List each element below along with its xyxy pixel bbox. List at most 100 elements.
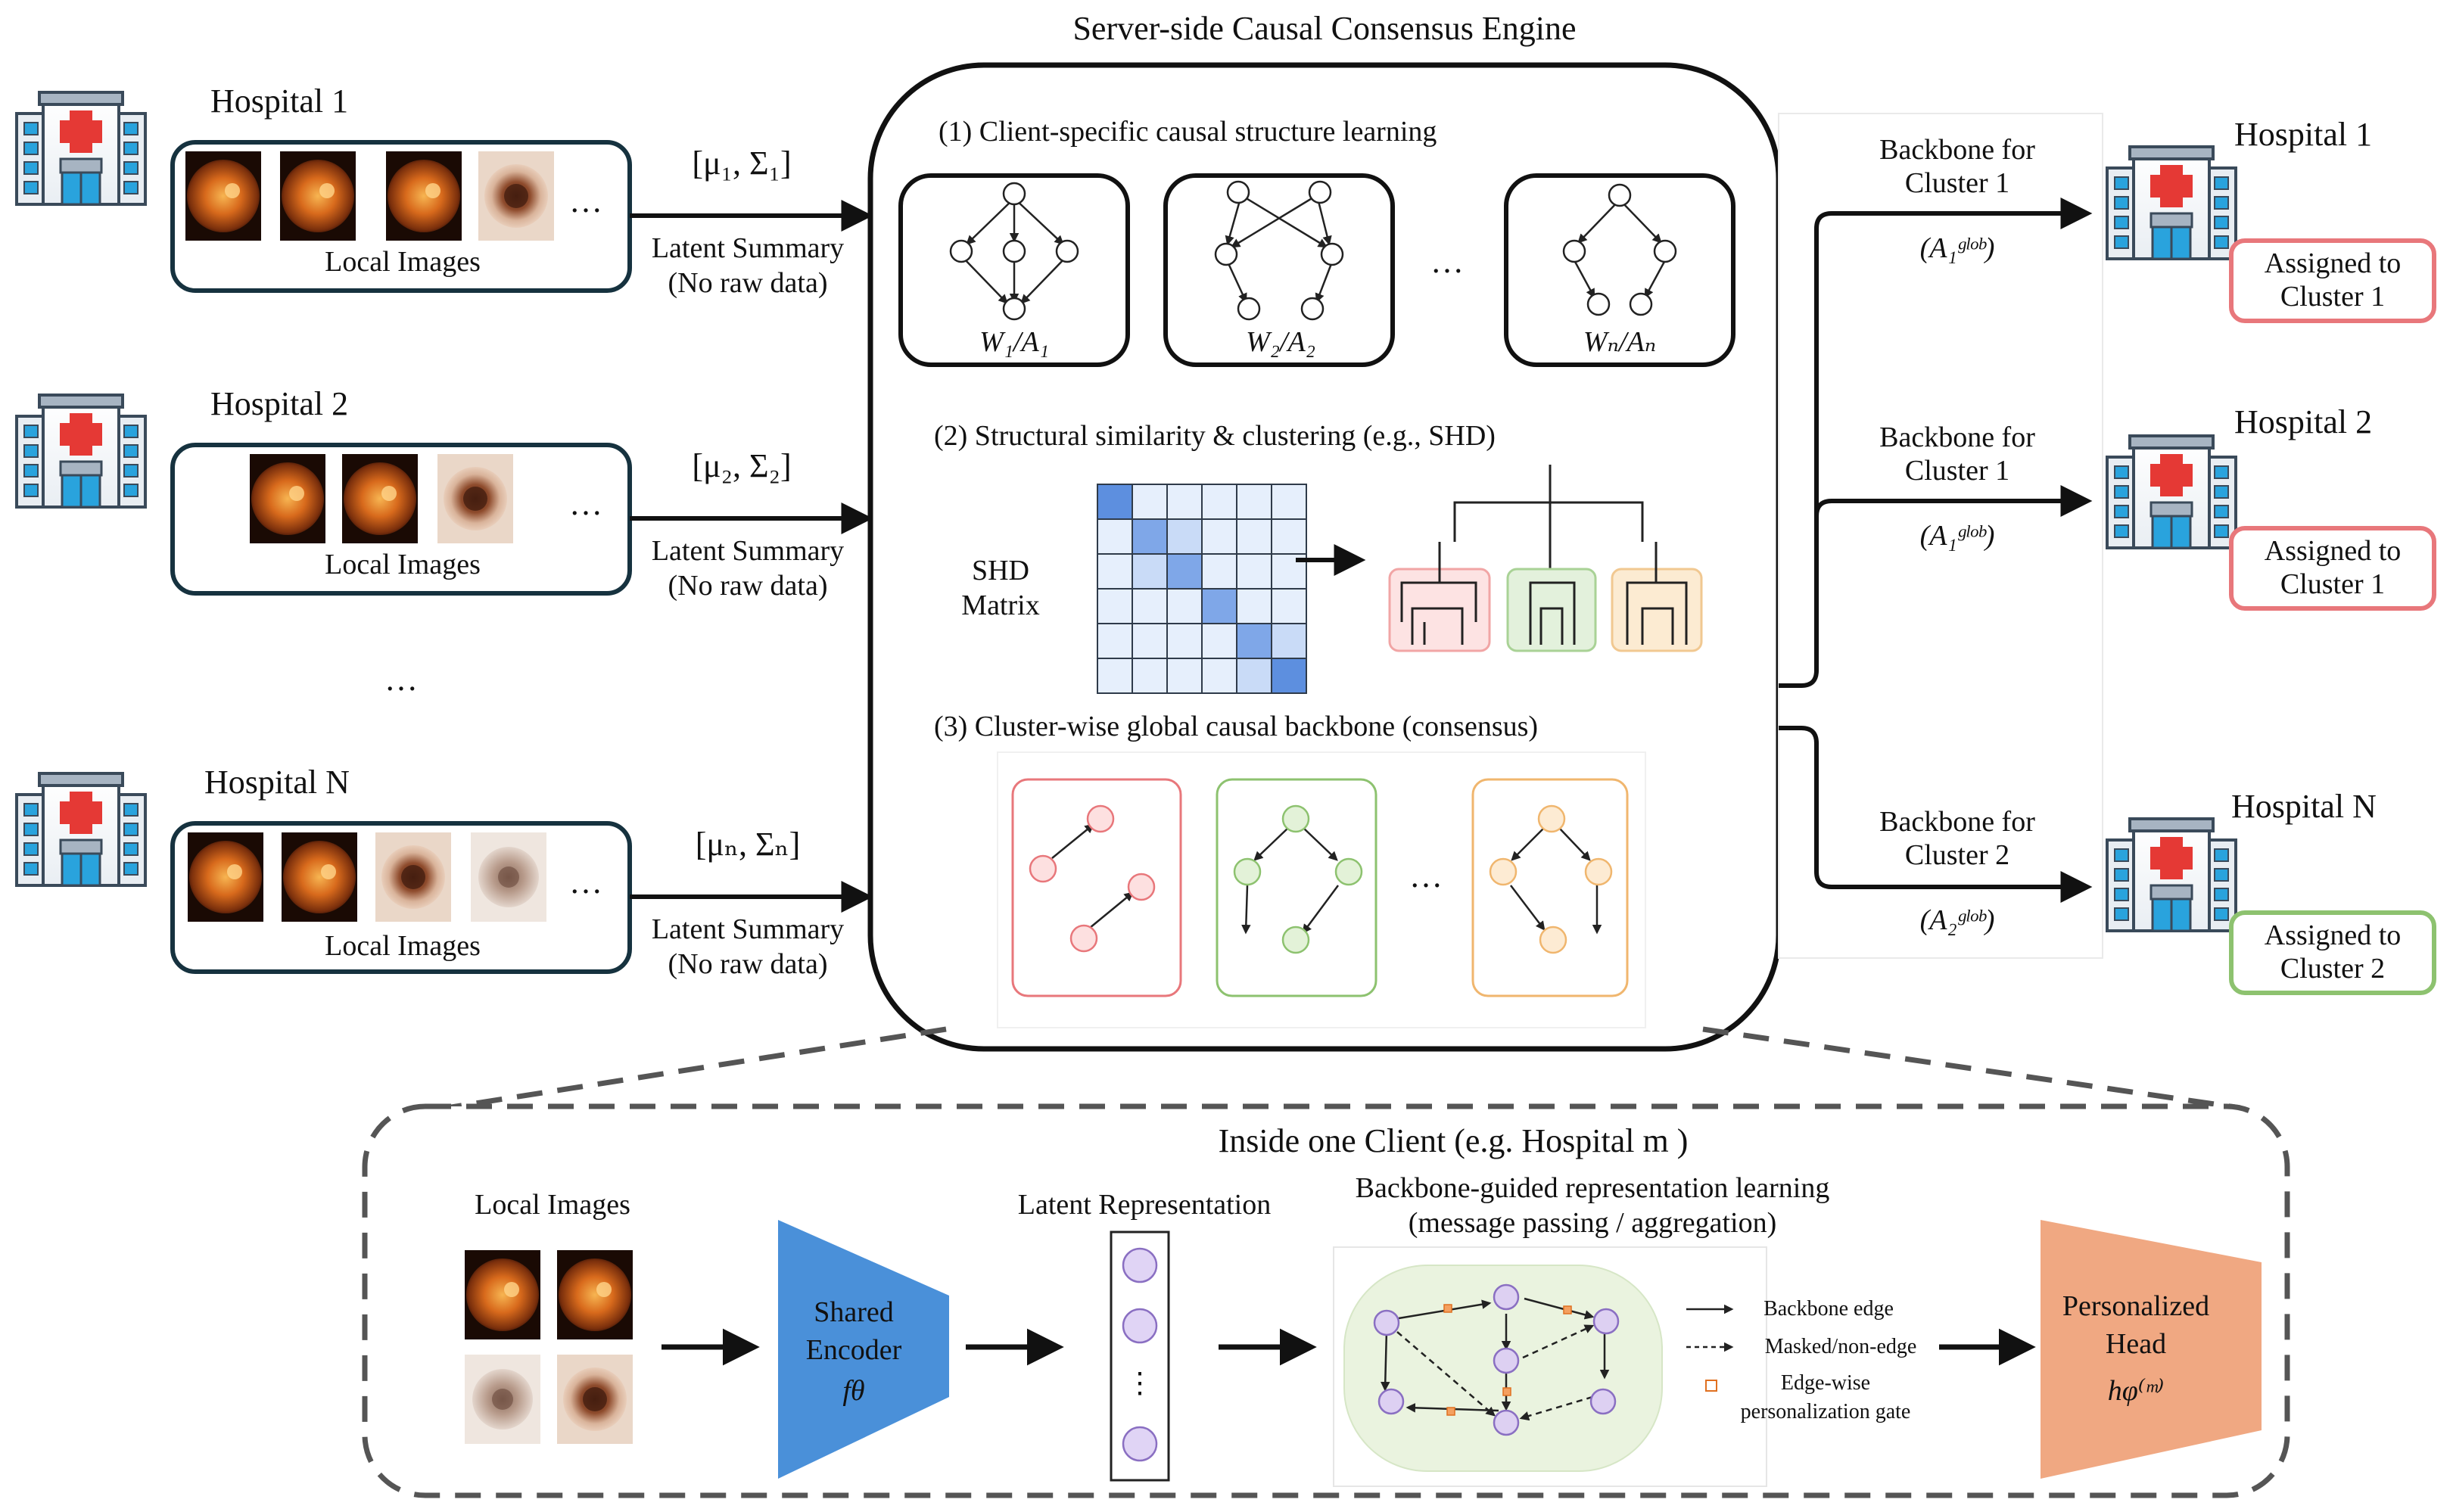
- shd-matrix-cell: [1166, 518, 1203, 555]
- encoder-symbol: fθ: [842, 1375, 864, 1407]
- no-raw-data: (No raw data): [668, 948, 827, 980]
- assigned-cluster: Cluster 2: [2280, 953, 2385, 985]
- retina-image: [280, 151, 356, 241]
- encoder-line-2: Encoder: [806, 1334, 902, 1366]
- local-images-label: Local Images: [325, 930, 481, 962]
- hospital-icon: [2106, 817, 2237, 932]
- shd-matrix-cell: [1271, 623, 1307, 659]
- hospital-icon: [15, 91, 147, 206]
- backbone-label-3: Backbone for: [1879, 806, 2035, 838]
- shd-matrix-cell: [1201, 623, 1237, 659]
- backbone-label-1: Backbone for: [1879, 134, 2035, 166]
- shd-matrix-cell: [1236, 588, 1272, 624]
- shd-matrix-cell: [1166, 553, 1203, 590]
- shd-matrix-cell: [1166, 658, 1203, 694]
- skin-lesion-image: [375, 832, 451, 922]
- client-title: Inside one Client (e.g. Hospital m ): [1219, 1122, 1689, 1159]
- shd-matrix-cell: [1236, 518, 1272, 555]
- shared-encoder: Shared Encoder fθ: [778, 1220, 949, 1479]
- assigned-to: Assigned to: [2265, 535, 2402, 567]
- shd-matrix-cell: [1166, 588, 1203, 624]
- latent-dots: ⋮: [1125, 1367, 1154, 1399]
- backbone-label-2: Backbone for: [1879, 422, 2035, 453]
- skin-lesion-image: [471, 832, 546, 922]
- shd-matrix-cell: [1201, 553, 1237, 590]
- dendrogram: [1388, 465, 1703, 652]
- backbone-cluster-1: Cluster 1: [1905, 167, 2009, 199]
- shd-matrix-cell: [1271, 484, 1307, 520]
- legend-backbone-edge: Backbone edge: [1763, 1297, 1894, 1321]
- backbone-math-1: (A₁ᵍˡᵒᵇ): [1920, 232, 1995, 264]
- graph-legend: [1686, 1304, 1734, 1392]
- retina-image: [188, 832, 263, 922]
- images-ellipsis: …: [569, 485, 602, 522]
- local-images-label: Local Images: [325, 246, 481, 278]
- personalized-head: Personalized Head hφ⁽ᵐ⁾: [2041, 1220, 2262, 1479]
- backbone-cluster-pink: [1011, 778, 1182, 997]
- summary-math: [μ₁, Σ₁]: [692, 145, 791, 182]
- graph-label: Wₙ/Aₙ: [1583, 326, 1656, 358]
- assignment-badge: [2229, 238, 2436, 323]
- step2-label: (2) Structural similarity & clustering (…: [934, 420, 1496, 452]
- backbone-math-3: (A₂ᵍˡᵒᵇ): [1920, 904, 1995, 936]
- matrix-label: Matrix: [961, 590, 1039, 621]
- left-hospital-2: Hospital 2 … Local Images [μ₂, Σ₂] Laten…: [15, 385, 873, 602]
- hospital-icon: [2106, 434, 2237, 549]
- backbone-cluster-green: [1216, 778, 1377, 997]
- hospital-icon: [15, 394, 147, 509]
- routing-arrows: [1779, 198, 2093, 903]
- assigned-cluster: Cluster 1: [2280, 281, 2385, 313]
- legend-gate-2: personalization gate: [1741, 1400, 1911, 1423]
- head-symbol: hφ⁽ᵐ⁾: [2108, 1375, 2165, 1407]
- backbone-cluster-orange: [1471, 778, 1629, 997]
- head-line-2: Head: [2106, 1328, 2166, 1360]
- right-hospital-2: Hospital 2 Assigned to Cluster 1: [2106, 403, 2436, 611]
- backbone-learning-1: Backbone-guided representation learning: [1356, 1172, 1830, 1204]
- shd-matrix-cell: [1097, 658, 1133, 694]
- retina-image: [282, 832, 357, 922]
- images-ellipsis: …: [569, 182, 602, 219]
- assigned-cluster: Cluster 1: [2280, 568, 2385, 600]
- retina-image: [465, 1250, 540, 1339]
- shd-matrix-cell: [1097, 588, 1133, 624]
- hospital-name: Hospital 2: [2234, 403, 2372, 440]
- hospital-icon: [15, 772, 147, 887]
- retina-image: [250, 454, 325, 543]
- shd-matrix-cell: [1236, 623, 1272, 659]
- causal-graph-n: Wₙ/Aₙ: [1504, 173, 1735, 367]
- shd-matrix-cell: [1097, 484, 1133, 520]
- assignment-badge: [2229, 910, 2436, 995]
- hospital-name: Hospital 1: [210, 82, 348, 120]
- shd-matrix-cell: [1132, 518, 1168, 555]
- latent-summary: Latent Summary: [652, 535, 844, 567]
- hospital-name: Hospital 2: [210, 385, 348, 422]
- local-images-label: Local Images: [325, 549, 481, 580]
- shd-matrix-cell: [1132, 484, 1168, 520]
- head-line-1: Personalized: [2062, 1290, 2209, 1322]
- skin-lesion-image: [557, 1355, 633, 1444]
- retina-image: [557, 1250, 633, 1339]
- shd-matrix-cell: [1132, 588, 1168, 624]
- no-raw-data: (No raw data): [668, 267, 827, 299]
- step1-label: (1) Client-specific causal structure lea…: [939, 116, 1437, 148]
- left-hospital-n: Hospital N … Local Images [μₙ, Σₙ] Laten…: [15, 764, 873, 980]
- graph-label: W₁/A₁: [979, 326, 1049, 358]
- right-hospital-1: Hospital 1 Assigned to Cluster 1: [2106, 116, 2436, 323]
- hospital-icon: [2106, 145, 2237, 260]
- cluster-box-green: [1506, 568, 1597, 652]
- backbone-cluster-2: Cluster 1: [1905, 455, 2009, 487]
- left-ellipsis: …: [384, 661, 418, 698]
- latent-vector: ⋮: [1110, 1230, 1170, 1482]
- zoom-line-right: [1702, 1026, 2241, 1111]
- shd-matrix-cell: [1271, 658, 1307, 694]
- backbone-ellipsis: …: [1409, 857, 1443, 894]
- right-hospital-n: Hospital N Assigned to Cluster 2: [2106, 788, 2436, 995]
- shd-matrix-cell: [1236, 484, 1272, 520]
- shd-matrix-cell: [1097, 553, 1133, 590]
- client-local-images: Local Images: [475, 1189, 630, 1221]
- assigned-to: Assigned to: [2265, 919, 2402, 951]
- assigned-to: Assigned to: [2265, 247, 2402, 279]
- shd-matrix-cell: [1271, 588, 1307, 624]
- shd-label: SHD: [972, 555, 1029, 586]
- causal-graph-2: W₂/A₂: [1163, 173, 1395, 367]
